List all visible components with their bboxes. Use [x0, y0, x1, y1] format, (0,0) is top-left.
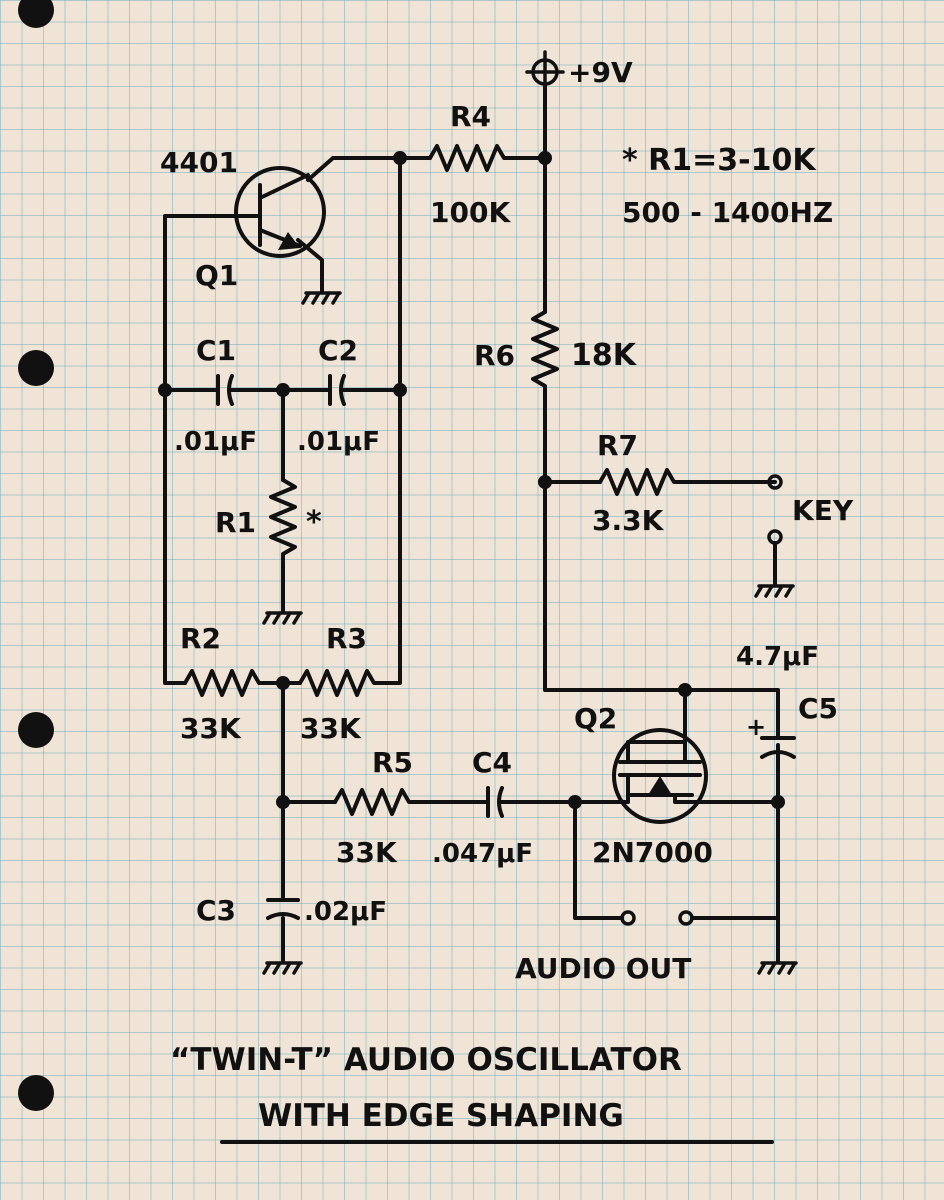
wires — [163, 83, 780, 964]
r1-asterisk: * — [306, 505, 322, 540]
c3-label: C3 — [196, 894, 236, 927]
c4-label: C4 — [472, 746, 512, 779]
binder-hole-icon — [18, 0, 54, 28]
binder-hole-icon — [18, 350, 54, 386]
c5-polarity-mark: + — [746, 713, 766, 741]
capacitor-c2 — [328, 374, 346, 406]
r3-value: 33K — [300, 712, 362, 745]
c5-value: 4.7μF — [736, 642, 819, 672]
c1-value: .01μF — [174, 427, 257, 457]
transistor-q1-icon — [234, 166, 326, 258]
title-line-1: “TWIN-T” AUDIO OSCILLATOR — [170, 1042, 682, 1078]
note-r1-range: * R1=3-10K — [622, 143, 817, 178]
supply-terminal-icon — [525, 50, 565, 92]
resistor-r6 — [531, 310, 559, 394]
c1-label: C1 — [196, 334, 236, 367]
capacitor-c3 — [266, 898, 300, 920]
resistor-r7 — [598, 468, 682, 496]
ground-icon — [301, 291, 342, 305]
c5-label: C5 — [798, 692, 838, 725]
note-frequency-range: 500 - 1400HZ — [622, 196, 833, 229]
r2-label: R2 — [180, 622, 221, 655]
q1-label: Q1 — [195, 259, 238, 292]
c4-value: .047μF — [432, 839, 533, 869]
capacitor-c4 — [486, 786, 504, 818]
ground-icon — [757, 961, 798, 975]
r7-value: 3.3K — [592, 504, 665, 537]
key-terminal-icon — [767, 474, 783, 545]
resistor-r3 — [298, 669, 380, 697]
q2-label: Q2 — [574, 702, 617, 735]
binder-hole-icon — [18, 712, 54, 748]
binder-hole-icon — [18, 1075, 54, 1111]
capacitor-c5 — [760, 736, 796, 804]
r6-label: R6 — [474, 339, 515, 372]
c2-label: C2 — [318, 334, 358, 367]
c2-value: .01μF — [297, 427, 380, 457]
r4-value: 100K — [430, 196, 511, 229]
audio-out-jack-icon — [620, 910, 694, 926]
r5-value: 33K — [336, 836, 398, 869]
supply-label: +9V — [568, 56, 633, 89]
title-line-2: WITH EDGE SHAPING — [258, 1098, 624, 1134]
resistor-r1 — [269, 478, 297, 562]
ground-icon — [262, 611, 303, 625]
ground-icon — [754, 584, 795, 598]
ground-icon — [262, 961, 303, 975]
junction-dots — [158, 151, 785, 809]
r1-label: R1 — [215, 506, 256, 539]
q2-part-label: 2N7000 — [592, 836, 713, 869]
transistor-q2-icon — [612, 728, 708, 824]
resistor-r5 — [333, 788, 417, 816]
r2-value: 33K — [180, 712, 242, 745]
r3-label: R3 — [326, 622, 367, 655]
capacitor-c1 — [216, 374, 234, 406]
r5-label: R5 — [372, 746, 413, 779]
r6-value: 18K — [571, 338, 638, 373]
audio-out-label: AUDIO OUT — [515, 952, 691, 985]
r4-label: R4 — [450, 100, 491, 133]
c3-value: .02μF — [304, 897, 387, 927]
resistor-r4 — [428, 144, 512, 172]
r7-label: R7 — [597, 429, 638, 462]
key-label: KEY — [792, 494, 854, 527]
q1-part-label: 4401 — [160, 146, 238, 179]
resistor-r2 — [183, 669, 264, 697]
